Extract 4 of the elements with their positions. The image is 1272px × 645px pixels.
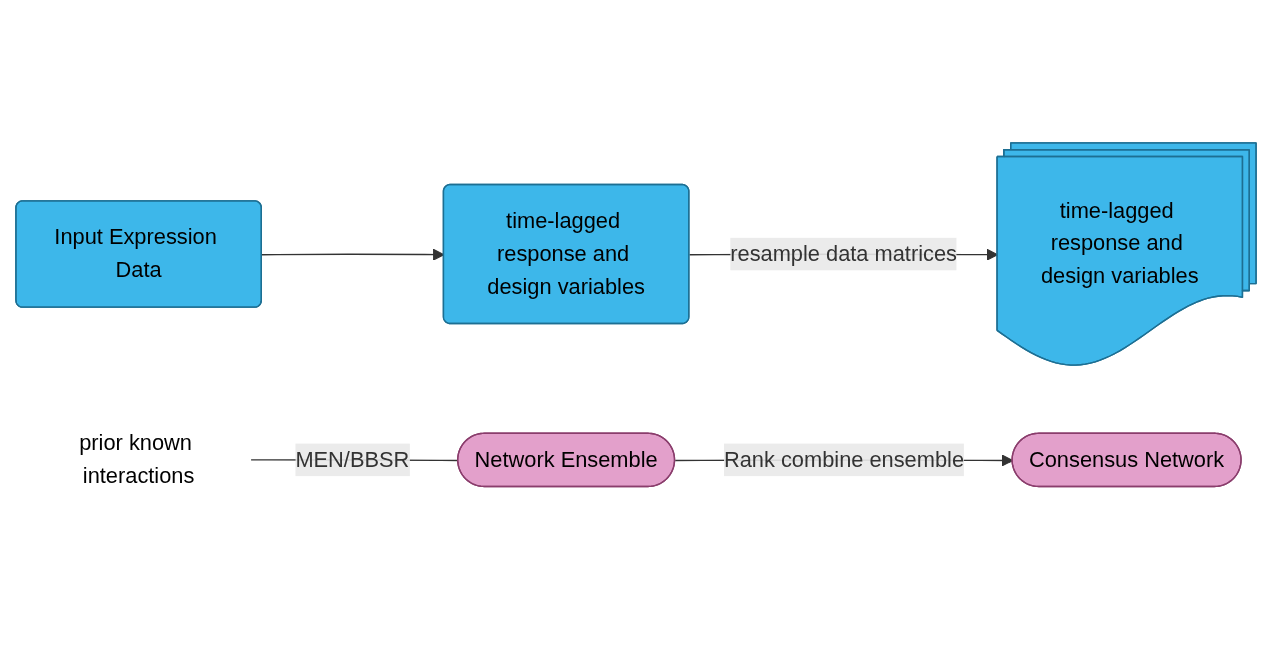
edge-label: MEN/BBSR — [295, 447, 410, 471]
edge-label: Rank combine ensemble — [723, 447, 965, 471]
edge-label: resample data matrices — [730, 241, 957, 265]
node-text: prior known interactions — [79, 430, 195, 487]
